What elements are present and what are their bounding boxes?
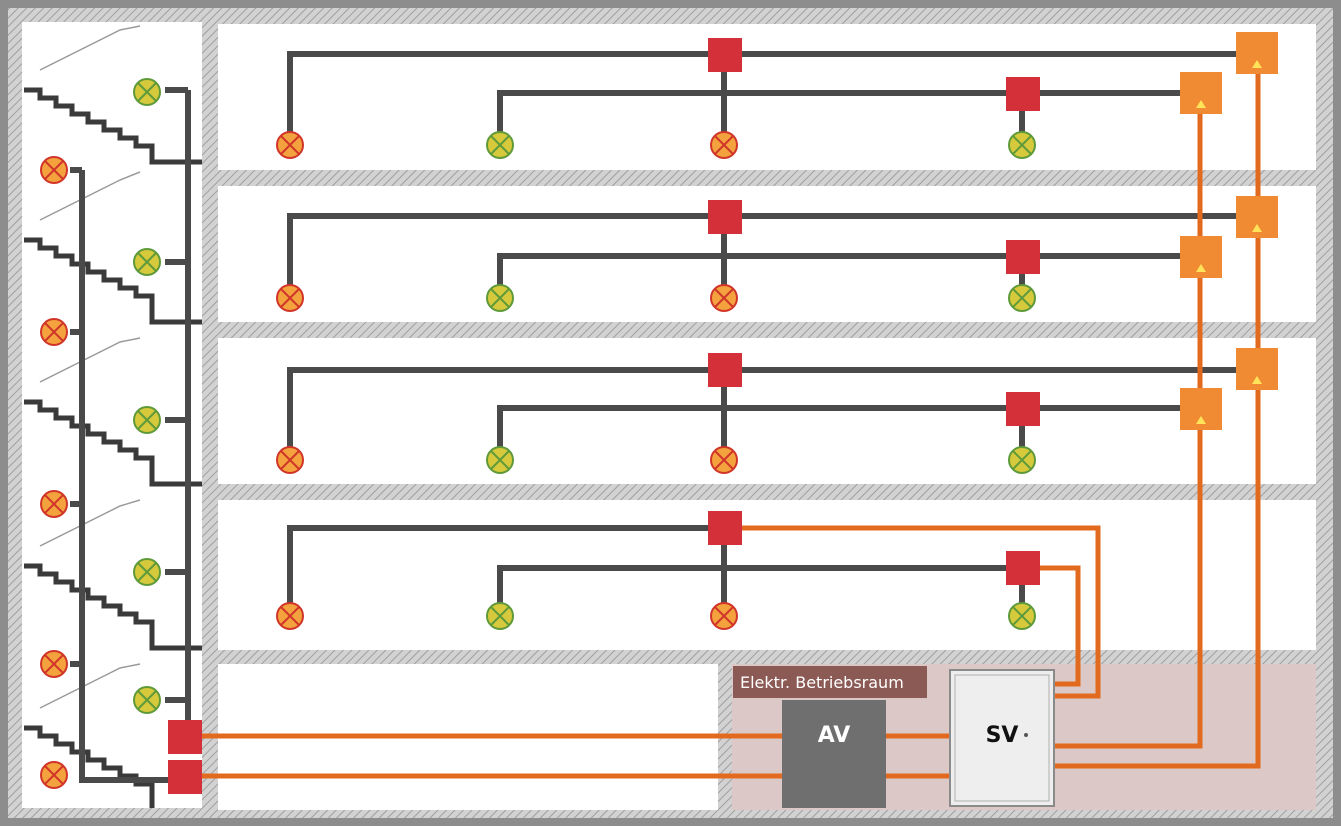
lamp-cross-icon [40,156,68,184]
lamp-cross-icon [276,284,304,312]
distributor-f4-a [708,38,742,72]
distributor-f4-b [1006,77,1040,111]
lamp-cross-icon [133,78,161,106]
floor-1-room [218,500,1316,650]
safety-power-cables [202,72,1261,779]
distributor-f2-b [1006,392,1040,426]
distributor-f2-a [708,353,742,387]
distributor-stair-b [168,760,202,794]
distributor-stair-a [168,720,202,754]
sv-indicator-icon [1024,733,1028,737]
safety-distributor-f4-a [1236,32,1278,74]
general-power-cables [70,51,1240,783]
lamp-cross-icon [486,284,514,312]
safety-distributor-f2-a [1236,348,1278,390]
safety-distributors [1180,32,1278,430]
staircase [22,22,202,808]
distributor-f3-b [1006,240,1040,274]
safety-distributor-f2-b [1180,388,1222,430]
lamp-cross-icon [486,446,514,474]
lamp-cross-icon [1008,602,1036,630]
lamp-cross-icon [40,650,68,678]
lamp-cross-icon [710,131,738,159]
lamp-cross-icon [1008,284,1036,312]
safety-distributor-f4-b [1180,72,1222,114]
lamp-cross-icon [486,602,514,630]
lamp-cross-icon [710,446,738,474]
lamp-cross-icon [710,602,738,630]
distributor-f3-a [708,200,742,234]
lamp-cross-icon [133,248,161,276]
floor-4-room [218,24,1316,170]
distributor-f1-a [708,511,742,545]
stair-handrails [39,25,141,709]
lamp-cross-icon [133,558,161,586]
lamp-cross-icon [1008,131,1036,159]
av-panel-label: AV [818,723,851,748]
lamp-cross-icon [710,284,738,312]
lamp-cross-icon [40,761,68,789]
lamp-cross-icon [40,490,68,518]
lamp-cross-icon [276,602,304,630]
lamp-cross-icon [276,446,304,474]
sv-panel: SV [949,669,1055,807]
safety-distributor-f3-b [1180,236,1222,278]
lamp-cross-icon [133,406,161,434]
lamp-cross-icon [40,318,68,346]
av-panel: AV [782,700,886,808]
lamp-cross-icon [133,686,161,714]
luminaires [40,78,1036,789]
room-label-badge: Elektr. Betriebsraum [733,666,927,698]
lamp-cross-icon [486,131,514,159]
lamp-cross-icon [276,131,304,159]
lamp-cross-icon [1008,446,1036,474]
room-label: Elektr. Betriebsraum [740,673,904,692]
safety-distributor-f3-a [1236,196,1278,238]
sv-panel-label: SV [986,723,1019,748]
general-distributors [168,38,1040,794]
distributor-f1-b [1006,551,1040,585]
